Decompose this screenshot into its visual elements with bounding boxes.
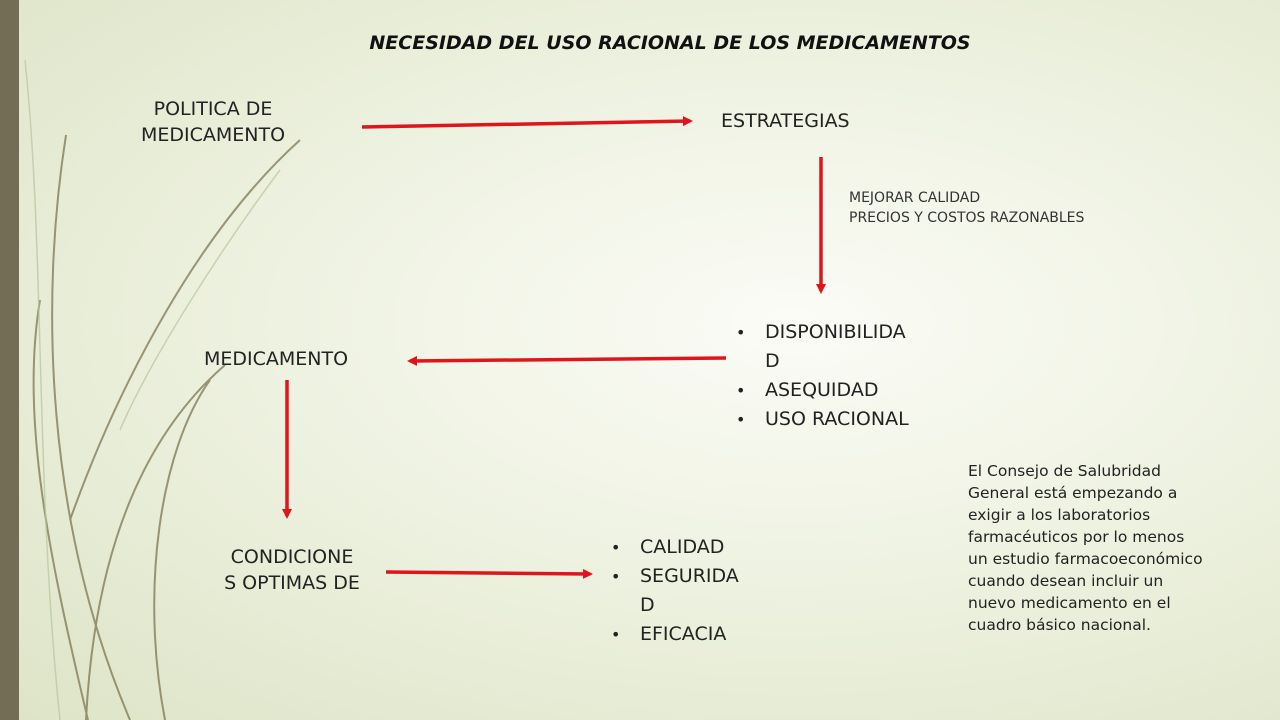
decor-curve-3 xyxy=(85,364,226,720)
decor-curve-2 xyxy=(32,299,89,720)
decor-curve-1 xyxy=(51,134,131,720)
decor-curve-4 xyxy=(153,379,211,720)
medicamento-node: MEDICAMENTO xyxy=(204,348,349,370)
arrow-disponibilidad-to-medicamento xyxy=(407,355,727,366)
list-item: ASEQUIDAD xyxy=(736,376,909,405)
mejorar-line1: MEJORAR CALIDAD xyxy=(849,190,981,206)
condiciones-node: CONDICIONE S OPTIMAS DE xyxy=(208,544,376,596)
politica-node: POLITICA DE MEDICAMENTO xyxy=(118,96,308,148)
decor-curve-7 xyxy=(119,169,281,431)
politica-label-line2: MEDICAMENTO xyxy=(140,124,286,146)
estrategias-node: ESTRATEGIAS xyxy=(721,110,850,132)
decor-curve-5 xyxy=(69,139,301,521)
mejorar-line2: PRECIOS Y COSTOS RAZONABLES xyxy=(849,210,1085,226)
list-item: USO RACIONAL xyxy=(736,405,909,434)
list-item: CALIDAD xyxy=(611,533,739,562)
politica-label-line1: POLITICA DE xyxy=(153,98,273,120)
condiciones-label-line1: CONDICIONE xyxy=(230,546,354,568)
left-accent-bar xyxy=(0,0,19,720)
consejo-note: El Consejo de Salubridad General está em… xyxy=(968,462,1203,634)
arrow-politica-to-estrategias xyxy=(361,116,693,129)
condiciones-label-line2: S OPTIMAS DE xyxy=(224,572,360,594)
mejorar-note: MEJORAR CALIDAD PRECIOS Y COSTOS RAZONAB… xyxy=(849,188,1084,228)
list-item: EFICACIA xyxy=(611,620,739,649)
slide-title: NECESIDAD DEL USO RACIONAL DE LOS MEDICA… xyxy=(369,32,971,54)
decor-curve-6 xyxy=(24,59,61,720)
arrow-condiciones-to-calidad xyxy=(385,568,593,579)
